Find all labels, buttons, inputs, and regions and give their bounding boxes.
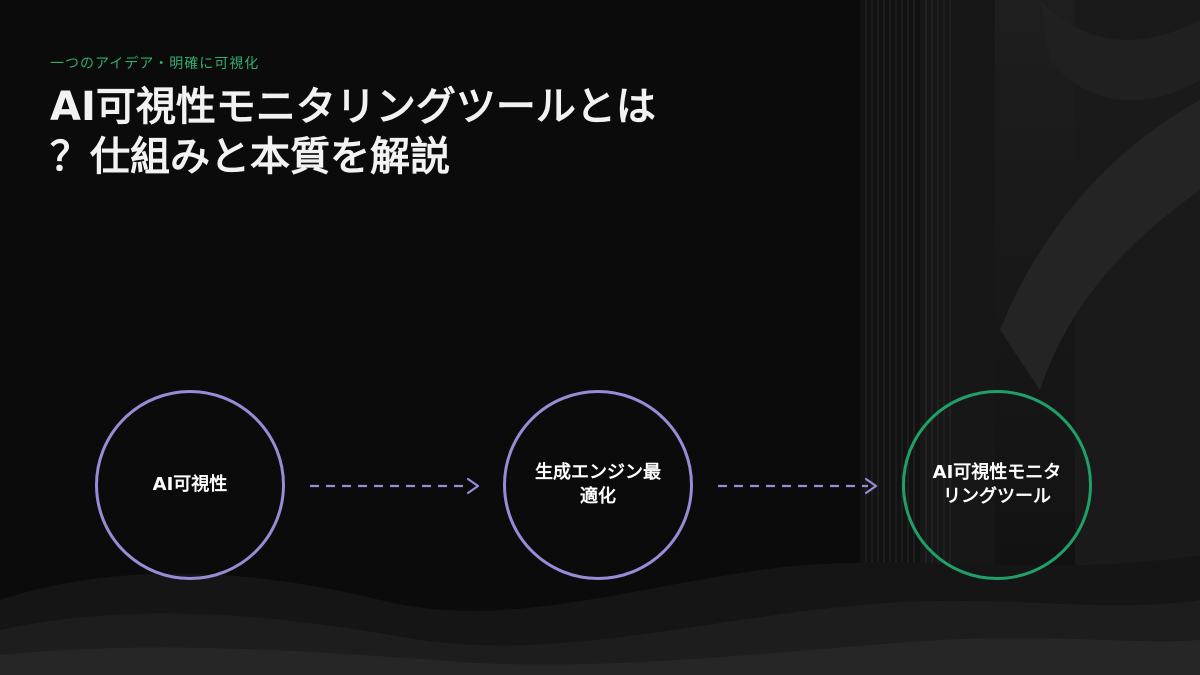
title-line-2: ？仕組みと本質を解説 bbox=[50, 134, 450, 180]
node-geo: 生成エンジン最 適化 bbox=[503, 390, 693, 580]
node-label-line: AI可視性 bbox=[152, 474, 228, 495]
title-line-1: AI可視性モニタリングツールとは bbox=[50, 84, 656, 130]
node-label: AI可視性モニタ リングツール bbox=[918, 461, 1076, 509]
arrow-connector bbox=[718, 477, 878, 495]
node-label-line: 適化 bbox=[580, 486, 616, 507]
eyebrow-caption: 一つのアイデア・明確に可視化 bbox=[50, 56, 260, 72]
node-label-line: AI可視性モニタ bbox=[932, 462, 1062, 483]
node-monitoring-tool: AI可視性モニタ リングツール bbox=[902, 390, 1092, 580]
node-label: 生成エンジン最 適化 bbox=[519, 461, 677, 509]
node-label-line: 生成エンジン最 bbox=[535, 462, 661, 483]
node-ai-visibility: AI可視性 bbox=[95, 390, 285, 580]
node-label: AI可視性 bbox=[111, 473, 269, 497]
arrow-head bbox=[864, 477, 878, 495]
node-label-line: リングツール bbox=[943, 486, 1051, 507]
arrow-connector bbox=[310, 477, 480, 495]
arrow-head bbox=[466, 477, 480, 495]
page-title: AI可視性モニタリングツールとは ？仕組みと本質を解説 bbox=[50, 82, 810, 182]
background-hills bbox=[0, 555, 1200, 675]
